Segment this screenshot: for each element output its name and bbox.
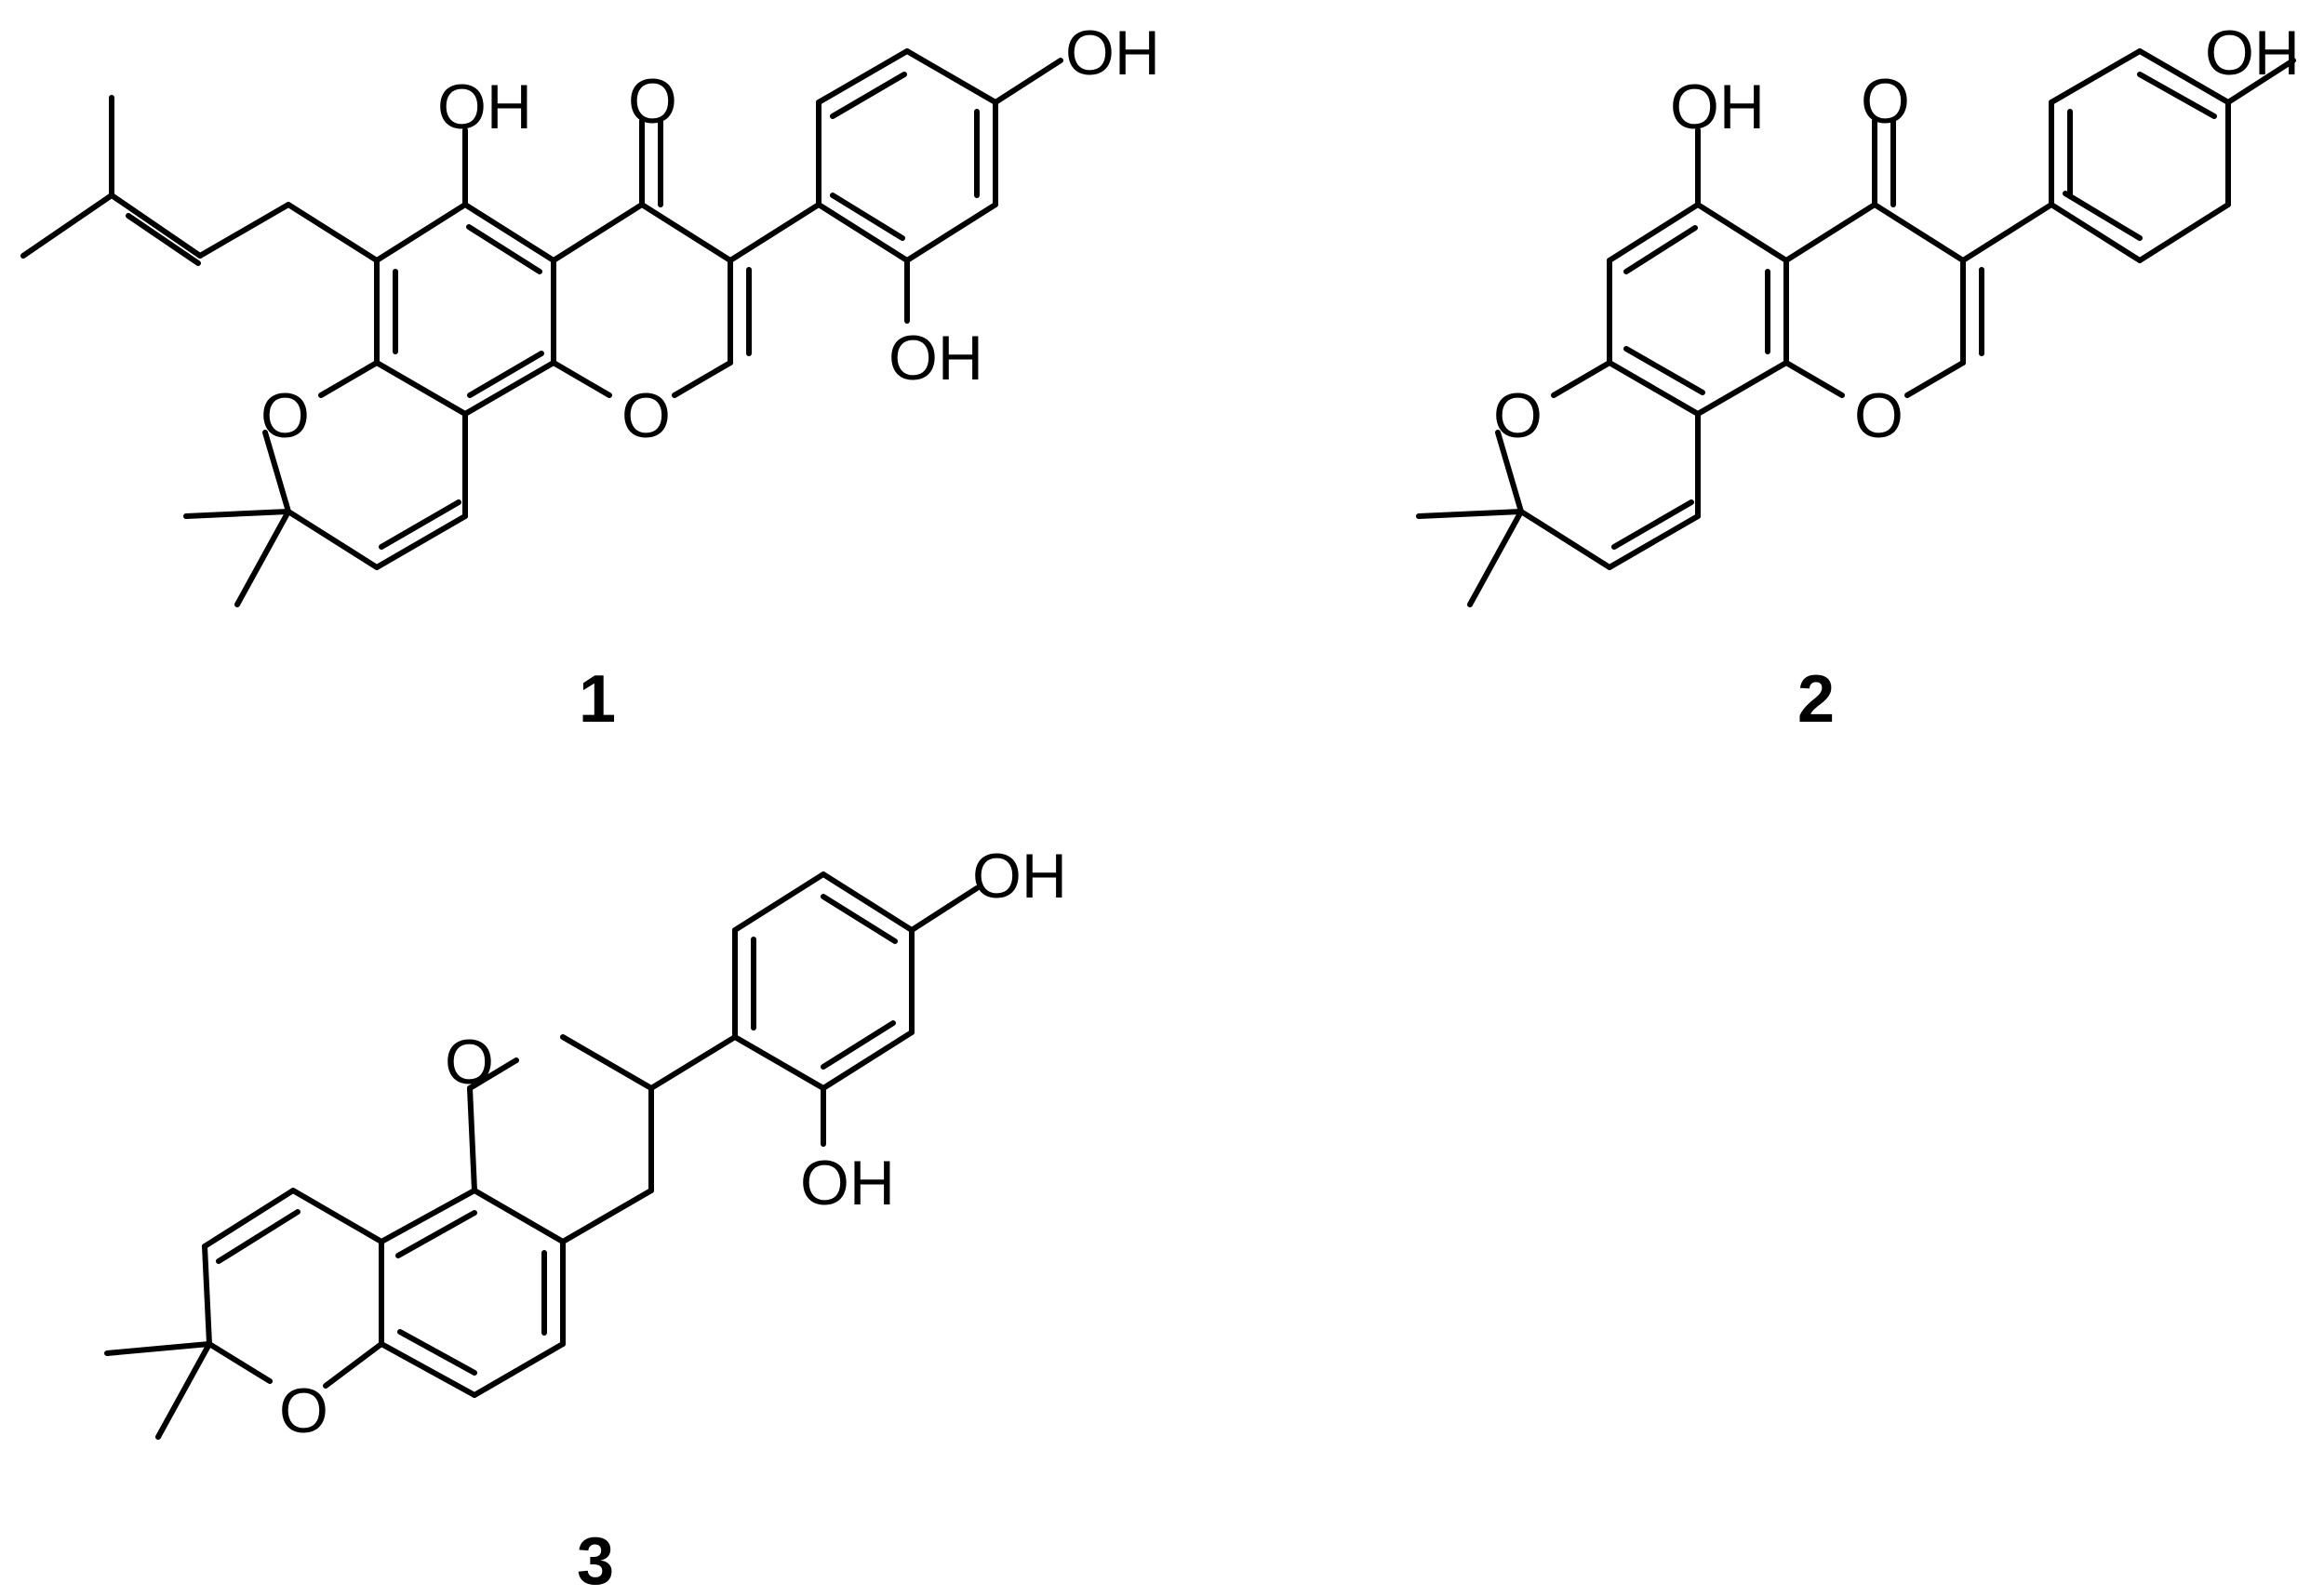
compound-2-atom-labels: OH O OH O O <box>1493 18 2300 451</box>
compound-3-ring-o-label: O <box>445 1027 494 1097</box>
compound-1-carbonyl-o-label: O <box>628 66 677 137</box>
compound-2-bonds <box>1416 48 2296 607</box>
compound-1-bonds <box>20 48 1063 607</box>
compound-3-bonds <box>104 871 980 1440</box>
compound-2-structure: OH O OH O O 2 <box>1416 18 2300 737</box>
compound-3-structure: OH O OH O 3 <box>104 841 1067 1596</box>
compound-2-number: 2 <box>1797 662 1835 737</box>
compound-2-oh-label: OH <box>1670 72 1765 142</box>
compound-1-ring-o-label: O <box>621 380 671 451</box>
compound-1-oh-label: OH <box>888 323 983 393</box>
compound-3-ring-o-label: O <box>279 1376 328 1446</box>
compound-1-ring-o-label: O <box>260 380 310 451</box>
compound-1-number: 1 <box>579 662 616 737</box>
compound-1-oh-label: OH <box>437 72 532 142</box>
compound-1-structure: OH O OH OH O O 1 <box>20 18 1160 737</box>
compound-2-oh-label: OH <box>2205 18 2300 88</box>
compound-3-number: 3 <box>577 1524 614 1596</box>
compound-3-oh-label: OH <box>972 841 1067 911</box>
compound-3-oh-label: OH <box>800 1148 895 1218</box>
compound-1-oh-label: OH <box>1065 18 1160 88</box>
compound-1-atom-labels: OH O OH OH O O <box>260 18 1160 451</box>
compound-2-ring-o-label: O <box>1854 380 1903 451</box>
compound-3-atom-labels: OH O OH O <box>279 841 1067 1446</box>
compound-2-ring-o-label: O <box>1493 380 1543 451</box>
compound-2-carbonyl-o-label: O <box>1861 66 1910 137</box>
